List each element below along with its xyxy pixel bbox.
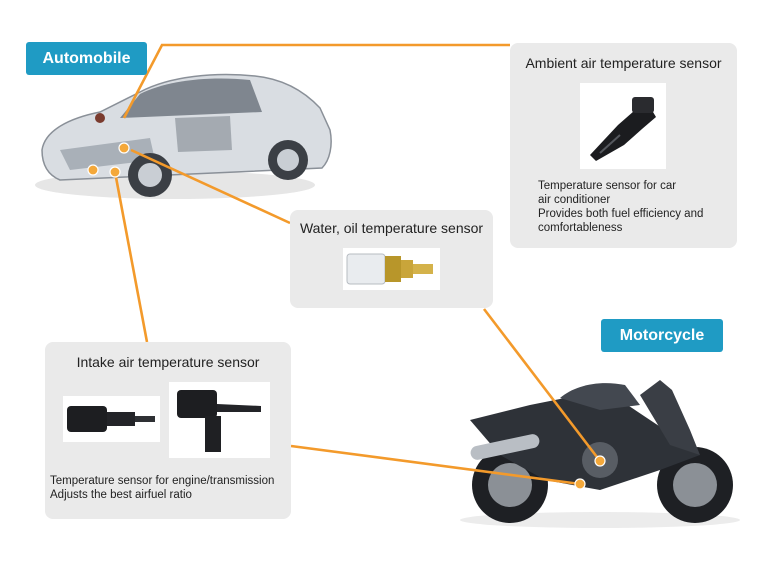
ambient-line-1: Temperature sensor for car — [538, 180, 677, 192]
ambient-sensor-description: Temperature sensor for car air condition… — [538, 179, 703, 235]
water-oil-sensor-photo — [343, 248, 440, 290]
ambient-line-3: Provides both fuel efficiency and — [538, 208, 704, 220]
intake-sensor-title: Intake air temperature sensor — [76, 354, 260, 370]
connector-water-oil — [130, 148, 291, 225]
intake-line-2: Adjusts the best airfuel ratio — [50, 489, 192, 501]
dot-car-ambient — [118, 142, 130, 154]
intake-sensor-photo-1 — [63, 396, 160, 442]
automobile-tag: Automobile — [26, 42, 147, 75]
ambient-sensor-card: Ambient air temperature sensor Temperatu… — [510, 43, 737, 248]
intake-sensor-icon-2 — [177, 390, 261, 452]
ambient-sensor-title: Ambient air temperature sensor — [525, 55, 722, 71]
connector-intake — [113, 171, 149, 343]
intake-sensor-photo-2 — [169, 382, 270, 458]
ambient-line-2: air conditioner — [538, 194, 611, 206]
connector-intake-moto — [290, 444, 581, 486]
connector-ambient — [122, 43, 510, 119]
connector-dots — [87, 142, 606, 490]
intake-line-1: Temperature sensor for engine/transmissi… — [50, 475, 275, 487]
intake-sensor-card: Intake air temperature sensor Temperatur… — [45, 342, 291, 519]
water-oil-sensor-title: Water, oil temperature sensor — [299, 220, 484, 236]
connector-water-oil-moto — [482, 308, 602, 462]
car-illustration — [35, 73, 332, 199]
intake-sensor-icon-1 — [67, 406, 155, 432]
ambient-line-4: comfortableness — [538, 222, 623, 234]
dot-moto-intake — [574, 478, 586, 490]
dot-car-intake — [109, 166, 121, 178]
ambient-sensor-photo — [580, 83, 666, 169]
ambient-sensor-icon — [590, 97, 656, 161]
water-oil-sensor-icon — [346, 253, 433, 285]
motorcycle-tag: Motorcycle — [601, 319, 723, 352]
dot-moto-water — [594, 455, 606, 467]
dot-car-water — [87, 164, 99, 176]
water-oil-sensor-card: Water, oil temperature sensor — [290, 210, 493, 308]
motorcycle-illustration — [460, 380, 740, 528]
connector-lines — [113, 43, 602, 486]
intake-sensor-description: Temperature sensor for engine/transmissi… — [50, 474, 274, 502]
